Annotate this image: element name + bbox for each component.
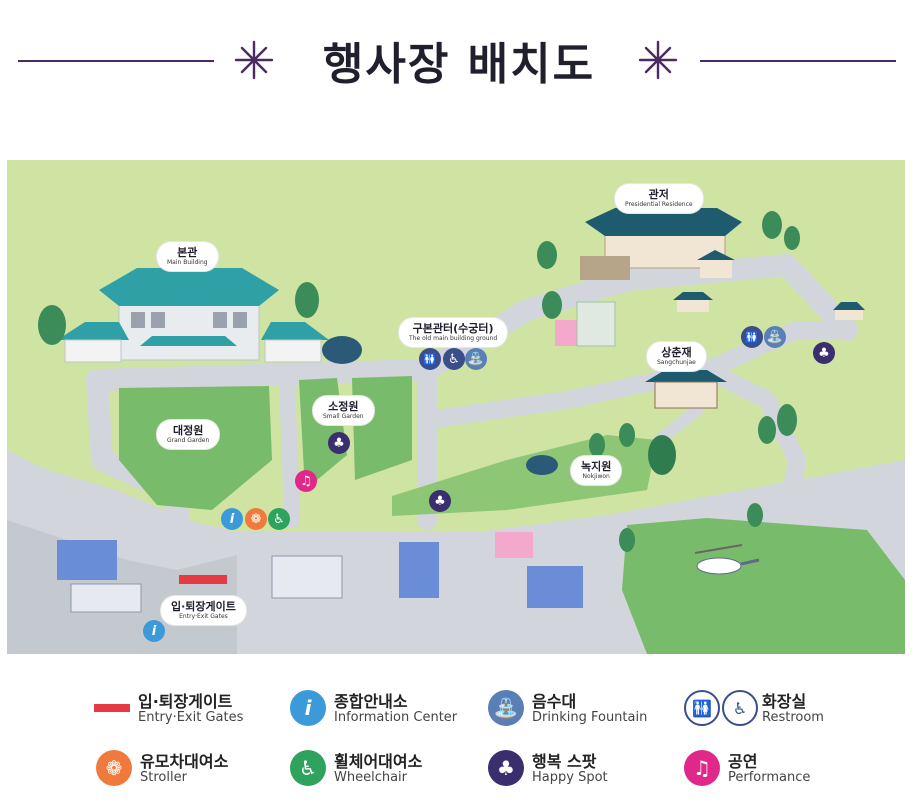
trees	[38, 211, 800, 552]
label-en: The old main building ground	[409, 335, 498, 342]
fountain-icon: ⛲	[488, 690, 524, 726]
music-note-icon: ♫	[295, 470, 317, 492]
title-line-right	[700, 60, 896, 62]
building	[70, 583, 142, 613]
stroller-icon: ❁	[245, 508, 267, 530]
label-presidential-residence: 관저 Presidential Residence	[615, 184, 703, 213]
main-building	[57, 268, 329, 363]
label-en: Grand Garden	[167, 437, 210, 444]
label-en: Nokjiwon	[582, 473, 610, 480]
fountain-icon: ⛲	[465, 348, 487, 370]
legend-ko: 종합안내소	[334, 692, 408, 711]
label-en: Entry·Exit Gates	[179, 613, 228, 620]
wheelchair-icon: ♿	[268, 508, 290, 530]
legend: 입·퇴장게이트 Entry·Exit Gates i 종합안내소 Informa…	[0, 670, 918, 806]
label-ko: 상춘재	[661, 346, 692, 359]
label-en: Small Garden	[323, 413, 364, 420]
road	[279, 372, 300, 528]
legend-en: Information Center	[334, 710, 458, 725]
label-en: Sangchunjae	[657, 359, 696, 366]
title-line-left	[18, 60, 214, 62]
label-small-garden: 소정원 Small Garden	[313, 396, 374, 425]
legend-ko: 휠체어대여소	[334, 752, 423, 771]
legend-en: Restroom	[762, 710, 824, 725]
info-icon: i	[143, 620, 165, 642]
legend-ko: 음수대	[532, 692, 577, 711]
clover-icon: ♣	[488, 750, 524, 786]
wheelchair-icon: ♿	[443, 348, 465, 370]
restroom-icon: 🚻	[419, 348, 441, 370]
restroom-icon: 🚻	[684, 690, 720, 726]
building	[271, 555, 343, 599]
restroom-icon: 🚻	[741, 326, 763, 348]
legend-en: Happy Spot	[532, 770, 608, 785]
venue-map: 관저 Presidential Residence 본관 Main Buildi…	[7, 160, 905, 654]
legend-ko: 유모차대여소	[140, 752, 229, 771]
label-en: Main Building	[167, 259, 208, 266]
sangchunjae-building	[645, 370, 727, 409]
title-bar: 행사장 배치도	[0, 0, 918, 120]
info-icon: i	[221, 508, 243, 530]
helicopter	[694, 544, 760, 575]
label-ko: 입·퇴장게이트	[171, 600, 236, 613]
stroller-icon: ❁	[96, 750, 132, 786]
legend-ko: 행복 스팟	[532, 752, 597, 771]
road	[86, 254, 858, 391]
label-ko: 관저	[648, 188, 669, 201]
clover-icon: ♣	[328, 432, 350, 454]
sparkle-icon	[638, 40, 678, 80]
legend-en: Entry·Exit Gates	[138, 710, 244, 725]
building	[527, 566, 583, 608]
wheelchair-icon: ♿	[722, 690, 758, 726]
legend-ko: 공연	[728, 752, 758, 771]
building	[495, 532, 533, 558]
legend-ko: 화장실	[762, 692, 807, 711]
legend-en: Stroller	[140, 770, 187, 785]
clover-icon: ♣	[429, 490, 451, 512]
music-note-icon: ♫	[684, 750, 720, 786]
label-ko: 녹지원	[581, 460, 612, 473]
legend-en: Wheelchair	[334, 770, 408, 785]
label-ko: 소정원	[328, 400, 359, 413]
page-title: 행사장 배치도	[322, 39, 596, 90]
gate-bar-icon	[94, 704, 130, 712]
legend-en: Drinking Fountain	[532, 710, 648, 725]
clover-icon: ♣	[813, 342, 835, 364]
building	[57, 540, 117, 580]
wheelchair-icon: ♿	[290, 750, 326, 786]
label-sangchunjae: 상춘재 Sangchunjae	[647, 342, 706, 371]
building	[576, 301, 616, 347]
label-ko: 대정원	[172, 424, 204, 437]
map-canvas	[7, 160, 905, 654]
info-icon: i	[290, 690, 326, 726]
label-nokjiwon: 녹지원 Nokjiwon	[571, 456, 622, 485]
legend-en: Performance	[728, 770, 811, 785]
residence-building	[580, 208, 742, 280]
label-old-main-building-ground: 구본관터(수궁터) The old main building ground	[399, 318, 508, 347]
pavilion	[673, 292, 713, 312]
label-main-building: 본관 Main Building	[157, 242, 218, 271]
entry-gate-bar	[179, 575, 227, 584]
helipad-lawn	[622, 518, 905, 654]
sparkle-icon	[234, 40, 274, 80]
pavilion	[833, 302, 865, 320]
label-ko: 구본관터(수궁터)	[412, 322, 494, 335]
label-grand-garden: 대정원 Grand Garden	[157, 420, 220, 449]
label-ko: 본관	[177, 246, 198, 259]
label-entry-exit-gates: 입·퇴장게이트 Entry·Exit Gates	[161, 596, 246, 625]
label-en: Presidential Residence	[625, 201, 693, 208]
legend-ko: 입·퇴장게이트	[138, 692, 233, 711]
building	[399, 542, 439, 598]
fountain-icon: ⛲	[764, 326, 786, 348]
nokjiwon-lawn	[392, 435, 657, 516]
